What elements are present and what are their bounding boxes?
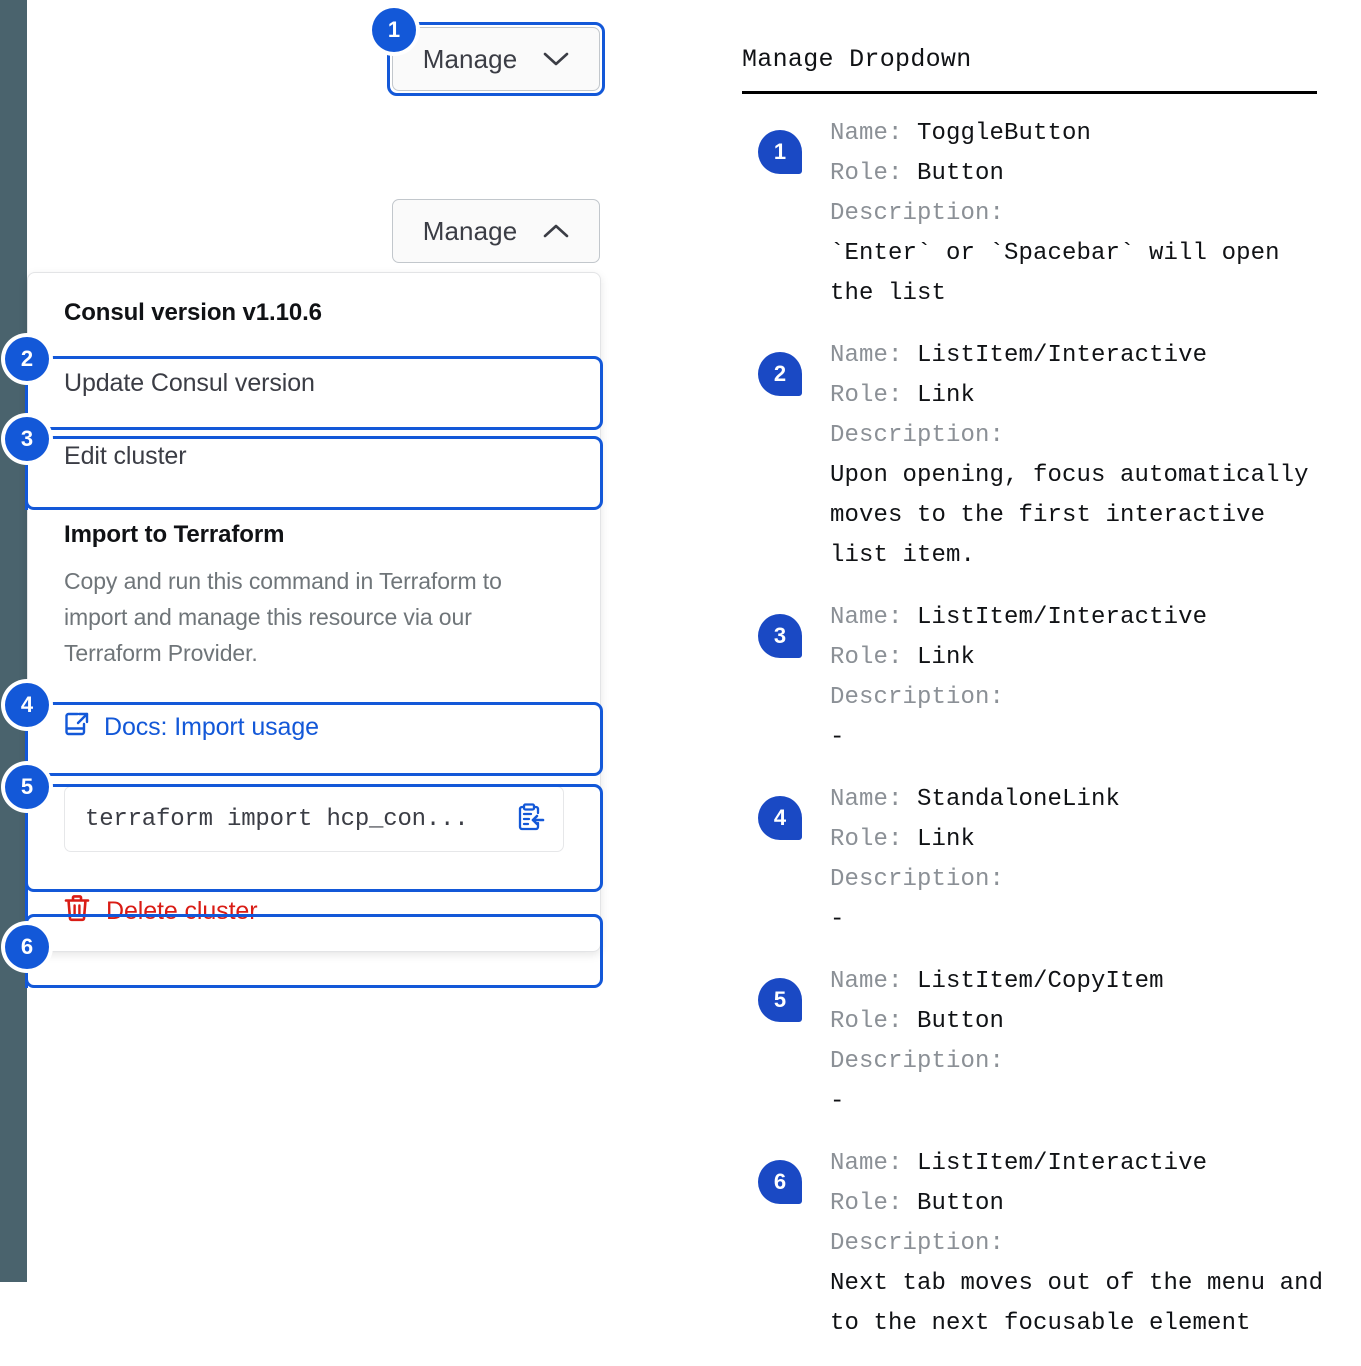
legend-description-value: - [830, 906, 845, 933]
manage-toggle-label-expanded: Manage [422, 215, 518, 246]
legend-role-label: Role: [830, 160, 903, 187]
menu-item-docs-import-usage[interactable]: Docs: Import usage [28, 689, 600, 766]
legend-entry: 1 Name: ToggleButton Role: Button Descri… [742, 114, 1342, 314]
legend-description-value: Upon opening, focus automatically moves … [830, 462, 1309, 569]
manage-toggle-button-collapsed[interactable]: Manage [392, 27, 600, 91]
legend-entry-body: Name: ListItem/Interactive Role: Link De… [830, 598, 1207, 758]
legend-description-label: Description: [830, 1230, 1005, 1257]
legend-name-label: Name: [830, 1150, 903, 1177]
legend-description-label: Description: [830, 422, 1005, 449]
step-badge-4: 4 [5, 683, 49, 727]
legend-description-value: - [830, 1088, 845, 1115]
legend-name-label: Name: [830, 786, 903, 813]
legend-name-label: Name: [830, 342, 903, 369]
legend-role-label: Role: [830, 382, 903, 409]
legend-entry-body: Name: ListItem/Interactive Role: Button … [830, 1144, 1323, 1344]
legend-divider [742, 91, 1317, 94]
legend-badge-5: 5 [758, 978, 802, 1022]
legend-description-label: Description: [830, 866, 1005, 893]
legend-entry-body: Name: ListItem/Interactive Role: Link De… [830, 336, 1309, 576]
left-navigation-rail [0, 0, 27, 1282]
import-to-terraform-description: Copy and run this command in Terraform t… [64, 568, 502, 666]
legend-name-value: ListItem/CopyItem [917, 968, 1164, 995]
legend-role-label: Role: [830, 1190, 903, 1217]
legend-entry: 2 Name: ListItem/Interactive Role: Link … [742, 336, 1342, 576]
legend-role-label: Role: [830, 1008, 903, 1035]
manage-toggle-button-expanded[interactable]: Manage [392, 199, 600, 263]
legend-role-value: Button [917, 1190, 1005, 1217]
delete-cluster-label: Delete cluster [106, 897, 258, 925]
legend-entry: 5 Name: ListItem/CopyItem Role: Button D… [742, 962, 1342, 1122]
chevron-down-icon [543, 51, 569, 67]
step-badge-5: 5 [5, 765, 49, 809]
step-badge-1: 1 [372, 8, 416, 52]
step-badge-3: 3 [5, 417, 49, 461]
legend-role-value: Link [917, 826, 976, 853]
legend-description-value: - [830, 724, 845, 751]
terraform-command-field[interactable]: terraform import hcp_con... [64, 786, 564, 852]
legend-description-value: Next tab moves out of the menu and to th… [830, 1270, 1324, 1337]
legend-name-value: StandaloneLink [917, 786, 1121, 813]
menu-item-update-consul-version[interactable]: Update Consul version [64, 369, 315, 397]
trash-icon [64, 894, 90, 929]
legend-name-label: Name: [830, 968, 903, 995]
legend-name-value: ListItem/Interactive [917, 1150, 1208, 1177]
menu-item-delete-cluster[interactable]: Delete cluster [28, 872, 600, 951]
legend-entry-body: Name: ListItem/CopyItem Role: Button Des… [830, 962, 1164, 1122]
external-link-docs-icon [64, 711, 90, 744]
legend-badge-3: 3 [758, 614, 802, 658]
step-badge-2: 2 [5, 337, 49, 381]
legend-entry-body: Name: ToggleButton Role: Button Descript… [830, 114, 1280, 314]
clipboard-copy-icon[interactable] [515, 802, 545, 837]
docs-import-usage-label: Docs: Import usage [104, 713, 319, 741]
legend-badge-6: 6 [758, 1160, 802, 1204]
legend-badge-1: 1 [758, 130, 802, 174]
step-badge-6: 6 [5, 925, 49, 969]
manage-toggle-label: Manage [422, 43, 518, 74]
legend-name-value: ListItem/Interactive [917, 342, 1208, 369]
import-to-terraform-heading: Import to Terraform [64, 521, 285, 548]
legend-name-label: Name: [830, 604, 903, 631]
legend-description-label: Description: [830, 1048, 1005, 1075]
terraform-command-text: terraform import hcp_con... [85, 805, 469, 833]
legend-badge-4: 4 [758, 796, 802, 840]
legend-entry-list: 1 Name: ToggleButton Role: Button Descri… [742, 114, 1342, 1344]
consul-version-heading: Consul version v1.10.6 [64, 299, 322, 326]
legend-role-value: Button [917, 1008, 1005, 1035]
legend-description-label: Description: [830, 684, 1005, 711]
legend-description-value: `Enter` or `Spacebar` will open the list [830, 240, 1280, 307]
legend-entry-body: Name: StandaloneLink Role: Link Descript… [830, 780, 1120, 940]
legend-title: Manage Dropdown [742, 45, 972, 74]
legend-description-label: Description: [830, 200, 1005, 227]
legend-entry: 4 Name: StandaloneLink Role: Link Descri… [742, 780, 1342, 940]
manage-dropdown-panel: Consul version v1.10.6 Update Consul ver… [27, 272, 601, 952]
legend-role-value: Link [917, 382, 976, 409]
legend-role-value: Button [917, 160, 1005, 187]
legend-column: Manage Dropdown 1 Name: ToggleButton Rol… [742, 0, 1342, 1366]
legend-name-label: Name: [830, 120, 903, 147]
chevron-up-icon [543, 223, 569, 239]
legend-name-value: ListItem/Interactive [917, 604, 1208, 631]
legend-role-value: Link [917, 644, 976, 671]
menu-item-edit-cluster[interactable]: Edit cluster [64, 442, 187, 470]
mock-ui-column: Manage Manage Consul version v1.10.6 Upd… [0, 0, 700, 1282]
terraform-command-block: terraform import hcp_con... [28, 766, 600, 872]
legend-entry: 6 Name: ListItem/Interactive Role: Butto… [742, 1144, 1342, 1344]
legend-role-label: Role: [830, 644, 903, 671]
legend-badge-2: 2 [758, 352, 802, 396]
legend-role-label: Role: [830, 826, 903, 853]
legend-entry: 3 Name: ListItem/Interactive Role: Link … [742, 598, 1342, 758]
legend-name-value: ToggleButton [917, 120, 1092, 147]
